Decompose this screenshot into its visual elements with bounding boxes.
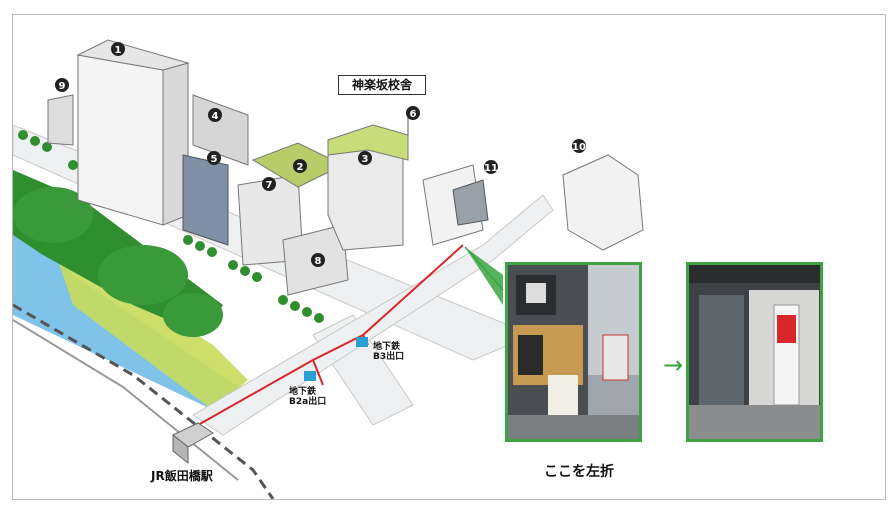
subway-icon xyxy=(356,337,368,347)
marker-4: 4 xyxy=(212,111,219,122)
marker-10: 10 xyxy=(572,142,586,153)
photo-building-lobby xyxy=(686,262,823,442)
building-4 xyxy=(192,94,249,166)
marker-6: 6 xyxy=(410,109,417,120)
marker-1: 1 xyxy=(115,45,122,56)
photo-caption: ここを左折 xyxy=(544,464,614,480)
exit-b3-line2: B3出口 xyxy=(373,352,405,362)
marker-7: 7 xyxy=(266,180,273,191)
building-10 xyxy=(562,154,644,251)
exit-b3-line1: 地下鉄 xyxy=(373,342,401,352)
building-6 xyxy=(327,124,409,161)
marker-3: 3 xyxy=(362,154,369,165)
marker-8: 8 xyxy=(315,256,322,267)
photo-porta-entrance xyxy=(505,262,642,442)
exit-b3-label: 地下鉄 B3出口 xyxy=(373,342,404,362)
building-5 xyxy=(182,154,229,246)
railway xyxy=(13,303,275,499)
station-label: JR飯田橋駅 xyxy=(151,469,213,483)
subway-icon xyxy=(304,371,316,381)
marker-5: 5 xyxy=(211,154,218,165)
exit-b2a-line2: B2a出口 xyxy=(289,397,327,407)
building-1 xyxy=(77,54,164,226)
campus-label: 神楽坂校舎 xyxy=(338,75,426,95)
marker-9: 9 xyxy=(59,81,66,92)
building-9 xyxy=(47,94,74,146)
campus-map: 1 2 3 4 5 6 7 8 9 10 11 xyxy=(13,39,644,499)
route-line xyxy=(197,244,464,426)
marker-2: 2 xyxy=(297,162,304,173)
exit-b2a-label: 地下鉄 B2a出口 xyxy=(289,387,326,407)
arrow-icon: → xyxy=(663,351,684,379)
marker-11: 11 xyxy=(484,163,498,174)
map-frame: 1 2 3 4 5 6 7 8 9 10 11 神楽坂校舎 地下鉄 B3出口 地… xyxy=(12,14,886,500)
exit-b2a-line1: 地下鉄 xyxy=(289,387,317,397)
